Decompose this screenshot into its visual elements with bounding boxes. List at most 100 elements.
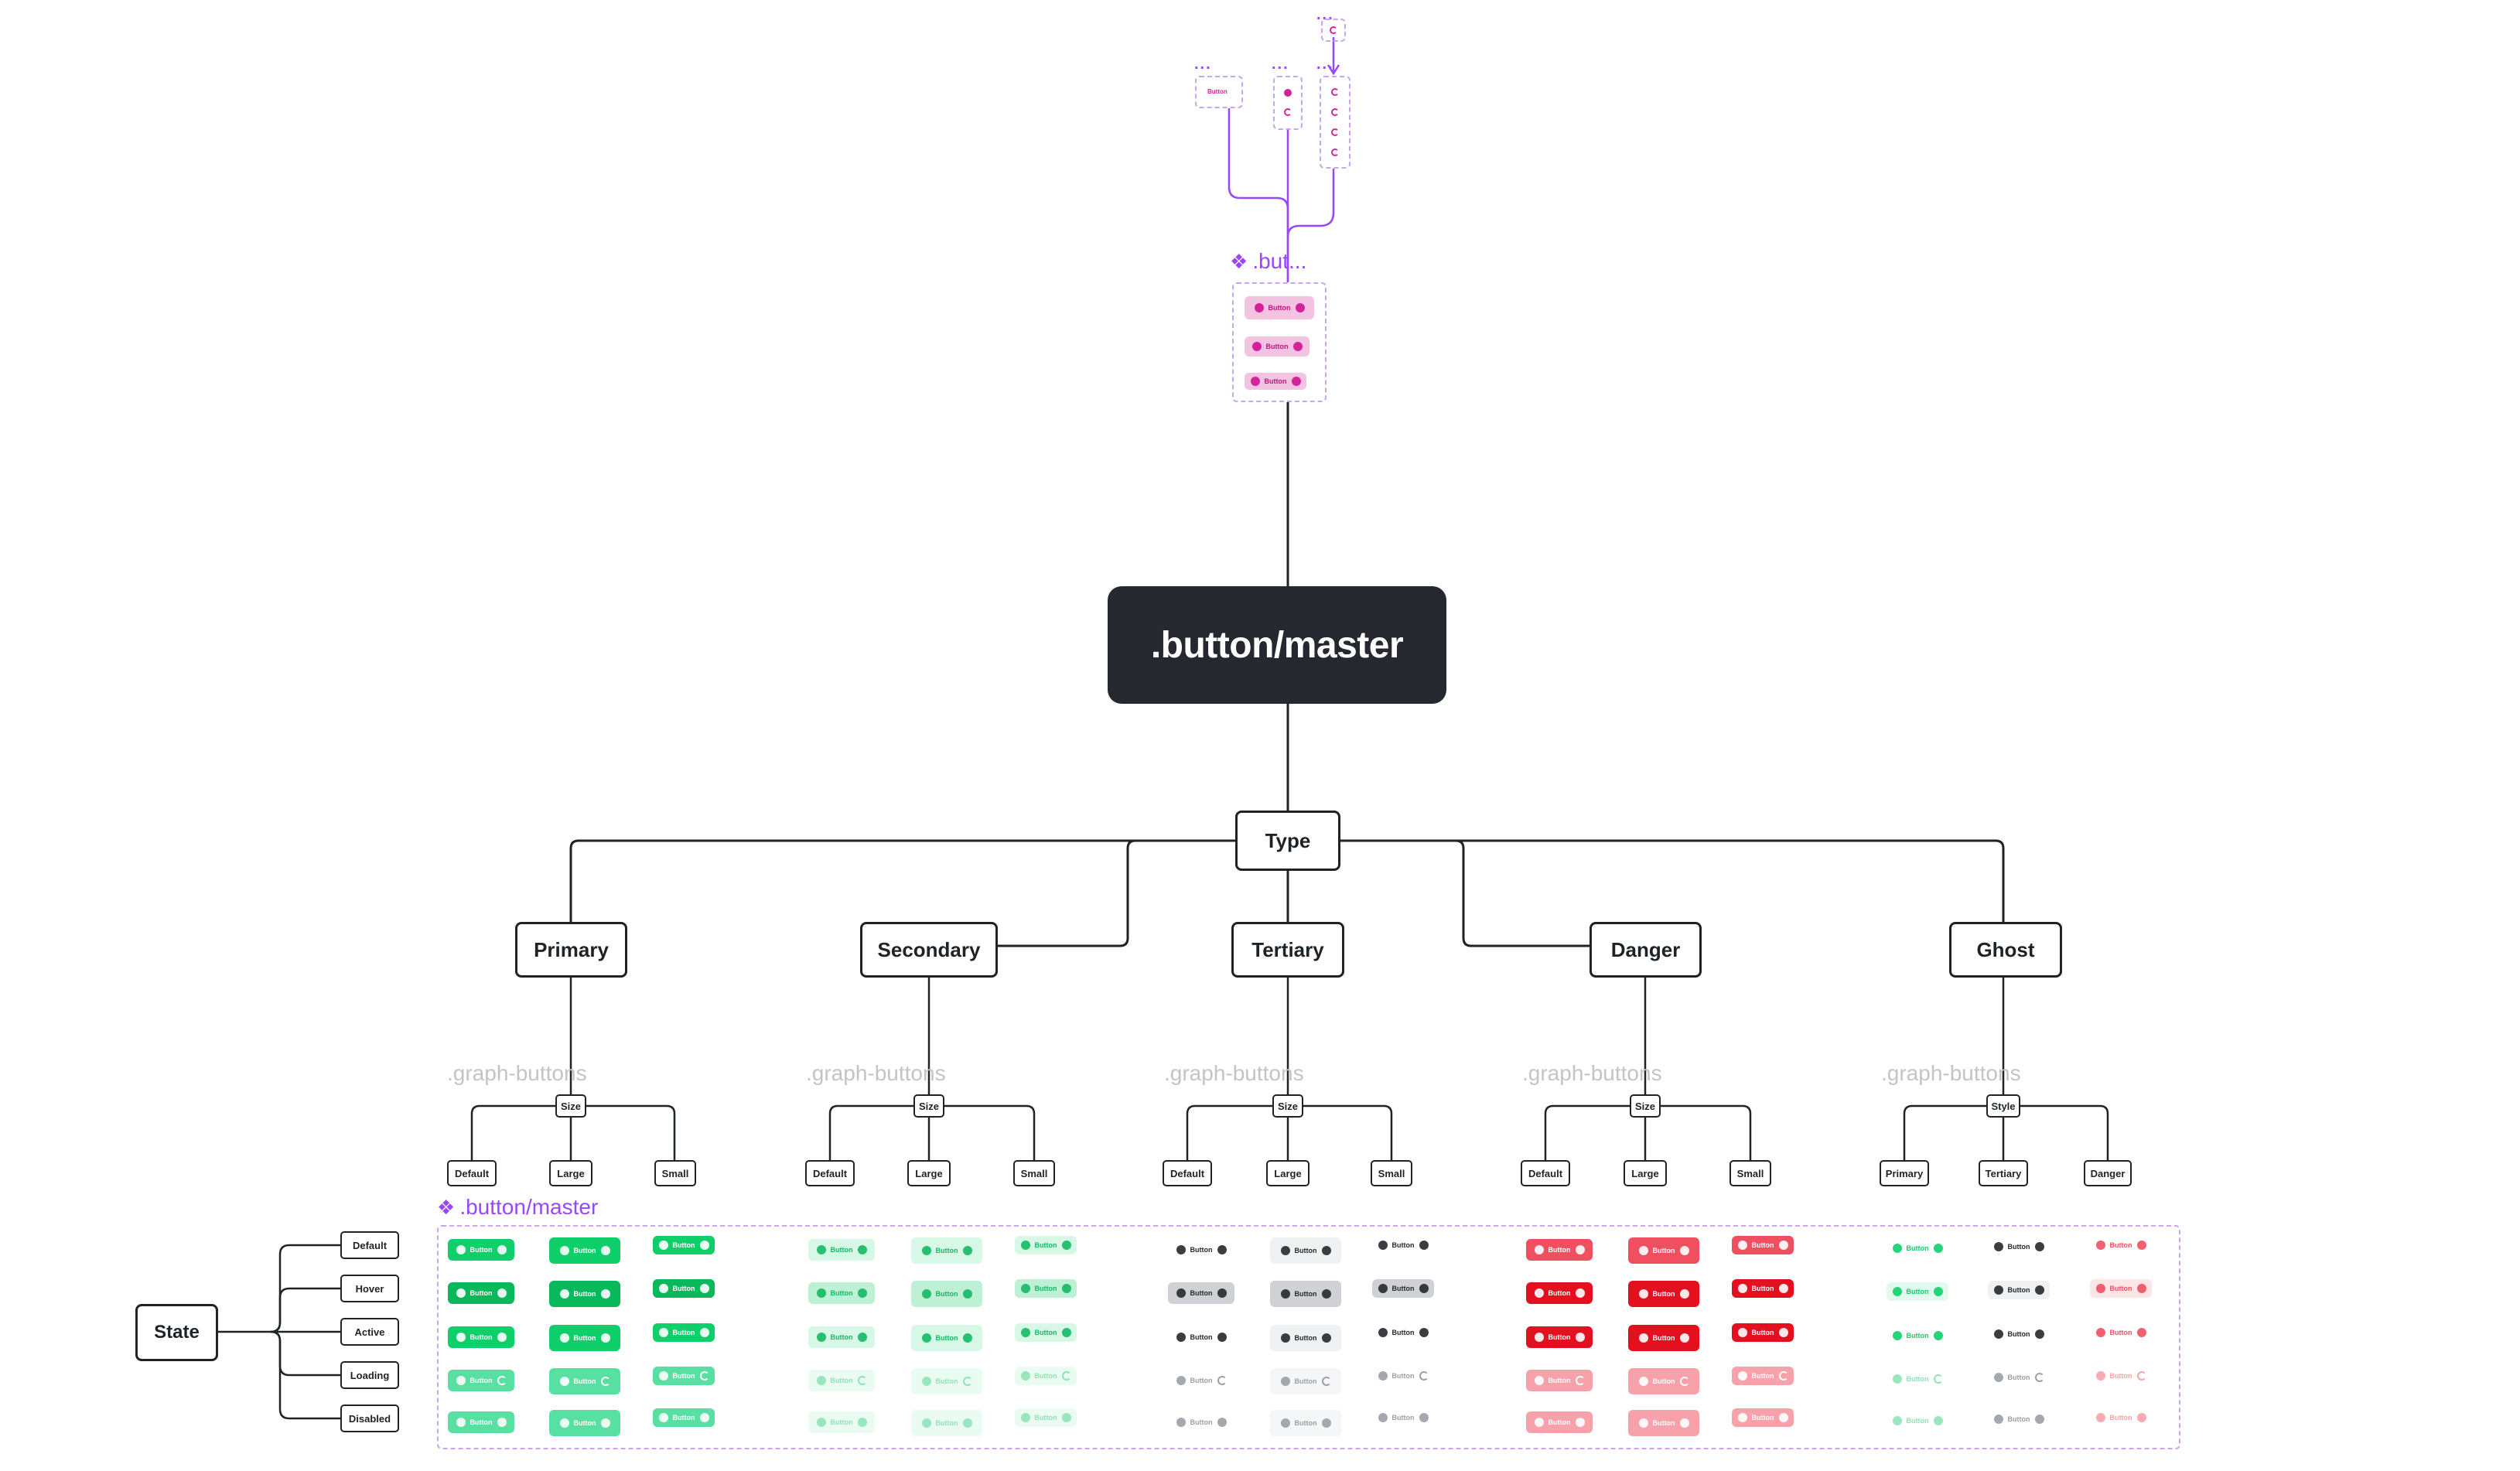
tertiary-size-node[interactable]: Size: [1272, 1094, 1303, 1118]
primary-button-hover[interactable]: Button: [448, 1282, 514, 1304]
danger-button-default[interactable]: Button: [1732, 1236, 1794, 1254]
primary-button-hover[interactable]: Button: [549, 1281, 620, 1307]
ghost-button-disabled[interactable]: Button: [1988, 1410, 2050, 1428]
ghost-button-hover[interactable]: Button: [2090, 1279, 2152, 1298]
tertiary-button-disabled[interactable]: Button: [1168, 1411, 1234, 1433]
state-loading-leaf[interactable]: Loading: [340, 1361, 399, 1389]
danger-button-disabled[interactable]: Button: [1628, 1410, 1699, 1436]
secondary-button-default[interactable]: Button: [911, 1237, 982, 1264]
tertiary-default-leaf[interactable]: Default: [1163, 1160, 1212, 1186]
primary-size-node[interactable]: Size: [555, 1094, 586, 1118]
primary-button-default[interactable]: Button: [549, 1237, 620, 1264]
tertiary-large-leaf[interactable]: Large: [1266, 1160, 1310, 1186]
state-default-leaf[interactable]: Default: [340, 1231, 399, 1259]
danger-small-leaf[interactable]: Small: [1730, 1160, 1771, 1186]
overflow-dots-b[interactable]: ...: [1272, 56, 1289, 73]
tertiary-button-hover[interactable]: Button: [1372, 1279, 1434, 1298]
secondary-default-leaf[interactable]: Default: [805, 1160, 855, 1186]
ghost-button-default[interactable]: Button: [2090, 1236, 2152, 1254]
tertiary-button-disabled[interactable]: Button: [1270, 1410, 1341, 1436]
secondary-button-loading[interactable]: Button: [808, 1370, 875, 1391]
primary-button-disabled[interactable]: Button: [549, 1410, 620, 1436]
ghost-button-loading[interactable]: Button: [2090, 1367, 2152, 1385]
tertiary-button-active[interactable]: Button: [1270, 1325, 1341, 1351]
overflow-dots-a[interactable]: ...: [1194, 56, 1212, 73]
type-primary-node[interactable]: Primary: [515, 922, 627, 978]
danger-button-hover[interactable]: Button: [1526, 1282, 1593, 1304]
danger-size-node[interactable]: Size: [1630, 1094, 1661, 1118]
tertiary-button-default[interactable]: Button: [1270, 1237, 1341, 1264]
primary-button-active[interactable]: Button: [549, 1325, 620, 1351]
state-hover-leaf[interactable]: Hover: [340, 1275, 399, 1302]
secondary-button-loading[interactable]: Button: [1015, 1367, 1077, 1385]
tertiary-button-active[interactable]: Button: [1372, 1323, 1434, 1342]
danger-button-default[interactable]: Button: [1526, 1239, 1593, 1261]
ghost-button-hover[interactable]: Button: [1887, 1282, 1948, 1301]
danger-button-disabled[interactable]: Button: [1732, 1408, 1794, 1427]
danger-button-hover[interactable]: Button: [1628, 1281, 1699, 1307]
tertiary-button-loading[interactable]: Button: [1270, 1368, 1341, 1394]
tertiary-small-leaf[interactable]: Small: [1371, 1160, 1412, 1186]
ghost-button-disabled[interactable]: Button: [1887, 1411, 1948, 1430]
primary-button-default[interactable]: Button: [653, 1236, 715, 1254]
danger-button-disabled[interactable]: Button: [1526, 1411, 1593, 1433]
ghost-button-disabled[interactable]: Button: [2090, 1408, 2152, 1427]
secondary-button-disabled[interactable]: Button: [1015, 1408, 1077, 1427]
ghost-button-active[interactable]: Button: [1887, 1326, 1948, 1345]
ghost-style-node[interactable]: Style: [1986, 1094, 2020, 1118]
secondary-button-disabled[interactable]: Button: [808, 1411, 875, 1433]
ghost-button-default[interactable]: Button: [1988, 1237, 2050, 1256]
primary-button-loading[interactable]: Button: [549, 1368, 620, 1394]
ghost-button-loading[interactable]: Button: [1887, 1370, 1948, 1388]
danger-button-active[interactable]: Button: [1628, 1325, 1699, 1351]
ghost-button-default[interactable]: Button: [1887, 1239, 1948, 1258]
root-button-large[interactable]: Button: [1245, 296, 1314, 319]
ghost-button-active[interactable]: Button: [2090, 1323, 2152, 1342]
master-node[interactable]: .button/master: [1108, 586, 1446, 704]
tertiary-button-default[interactable]: Button: [1372, 1236, 1434, 1254]
overflow-dots-c[interactable]: ...: [1316, 56, 1334, 73]
ghost-button-loading[interactable]: Button: [1988, 1368, 2050, 1387]
primary-button-disabled[interactable]: Button: [448, 1411, 514, 1433]
primary-button-hover[interactable]: Button: [653, 1279, 715, 1298]
ghost-button-active[interactable]: Button: [1988, 1325, 2050, 1343]
secondary-large-leaf[interactable]: Large: [907, 1160, 951, 1186]
root-button-default[interactable]: Button: [1245, 336, 1310, 357]
ghost-tertiary-leaf[interactable]: Tertiary: [1979, 1160, 2028, 1186]
master-frame-title[interactable]: ❖ .button/master: [437, 1195, 598, 1220]
secondary-button-default[interactable]: Button: [808, 1239, 875, 1261]
danger-button-active[interactable]: Button: [1732, 1323, 1794, 1342]
danger-large-leaf[interactable]: Large: [1624, 1160, 1667, 1186]
type-node[interactable]: Type: [1235, 811, 1340, 871]
type-secondary-node[interactable]: Secondary: [860, 922, 998, 978]
tertiary-button-active[interactable]: Button: [1168, 1326, 1234, 1348]
secondary-button-loading[interactable]: Button: [911, 1368, 982, 1394]
secondary-button-hover[interactable]: Button: [808, 1282, 875, 1304]
tertiary-button-disabled[interactable]: Button: [1372, 1408, 1434, 1427]
secondary-button-default[interactable]: Button: [1015, 1236, 1077, 1254]
tertiary-button-hover[interactable]: Button: [1168, 1282, 1234, 1304]
type-ghost-node[interactable]: Ghost: [1949, 922, 2062, 978]
secondary-button-hover[interactable]: Button: [911, 1281, 982, 1307]
type-tertiary-node[interactable]: Tertiary: [1231, 922, 1344, 978]
ghost-danger-leaf[interactable]: Danger: [2084, 1160, 2132, 1186]
danger-button-active[interactable]: Button: [1526, 1326, 1593, 1348]
primary-button-loading[interactable]: Button: [653, 1367, 715, 1385]
primary-button-active[interactable]: Button: [653, 1323, 715, 1342]
primary-button-active[interactable]: Button: [448, 1326, 514, 1348]
danger-button-default[interactable]: Button: [1628, 1237, 1699, 1264]
primary-large-leaf[interactable]: Large: [549, 1160, 592, 1186]
secondary-button-hover[interactable]: Button: [1015, 1279, 1077, 1298]
primary-button-loading[interactable]: Button: [448, 1370, 514, 1391]
secondary-button-active[interactable]: Button: [1015, 1323, 1077, 1342]
secondary-button-active[interactable]: Button: [808, 1326, 875, 1348]
tertiary-button-loading[interactable]: Button: [1372, 1367, 1434, 1385]
secondary-size-node[interactable]: Size: [913, 1094, 944, 1118]
root-component-title[interactable]: ❖ .but...: [1230, 249, 1306, 274]
state-active-leaf[interactable]: Active: [340, 1318, 399, 1346]
ghost-primary-leaf[interactable]: Primary: [1880, 1160, 1929, 1186]
secondary-small-leaf[interactable]: Small: [1013, 1160, 1055, 1186]
danger-default-leaf[interactable]: Default: [1521, 1160, 1570, 1186]
state-disabled-leaf[interactable]: Disabled: [340, 1404, 399, 1432]
danger-button-loading[interactable]: Button: [1732, 1367, 1794, 1385]
